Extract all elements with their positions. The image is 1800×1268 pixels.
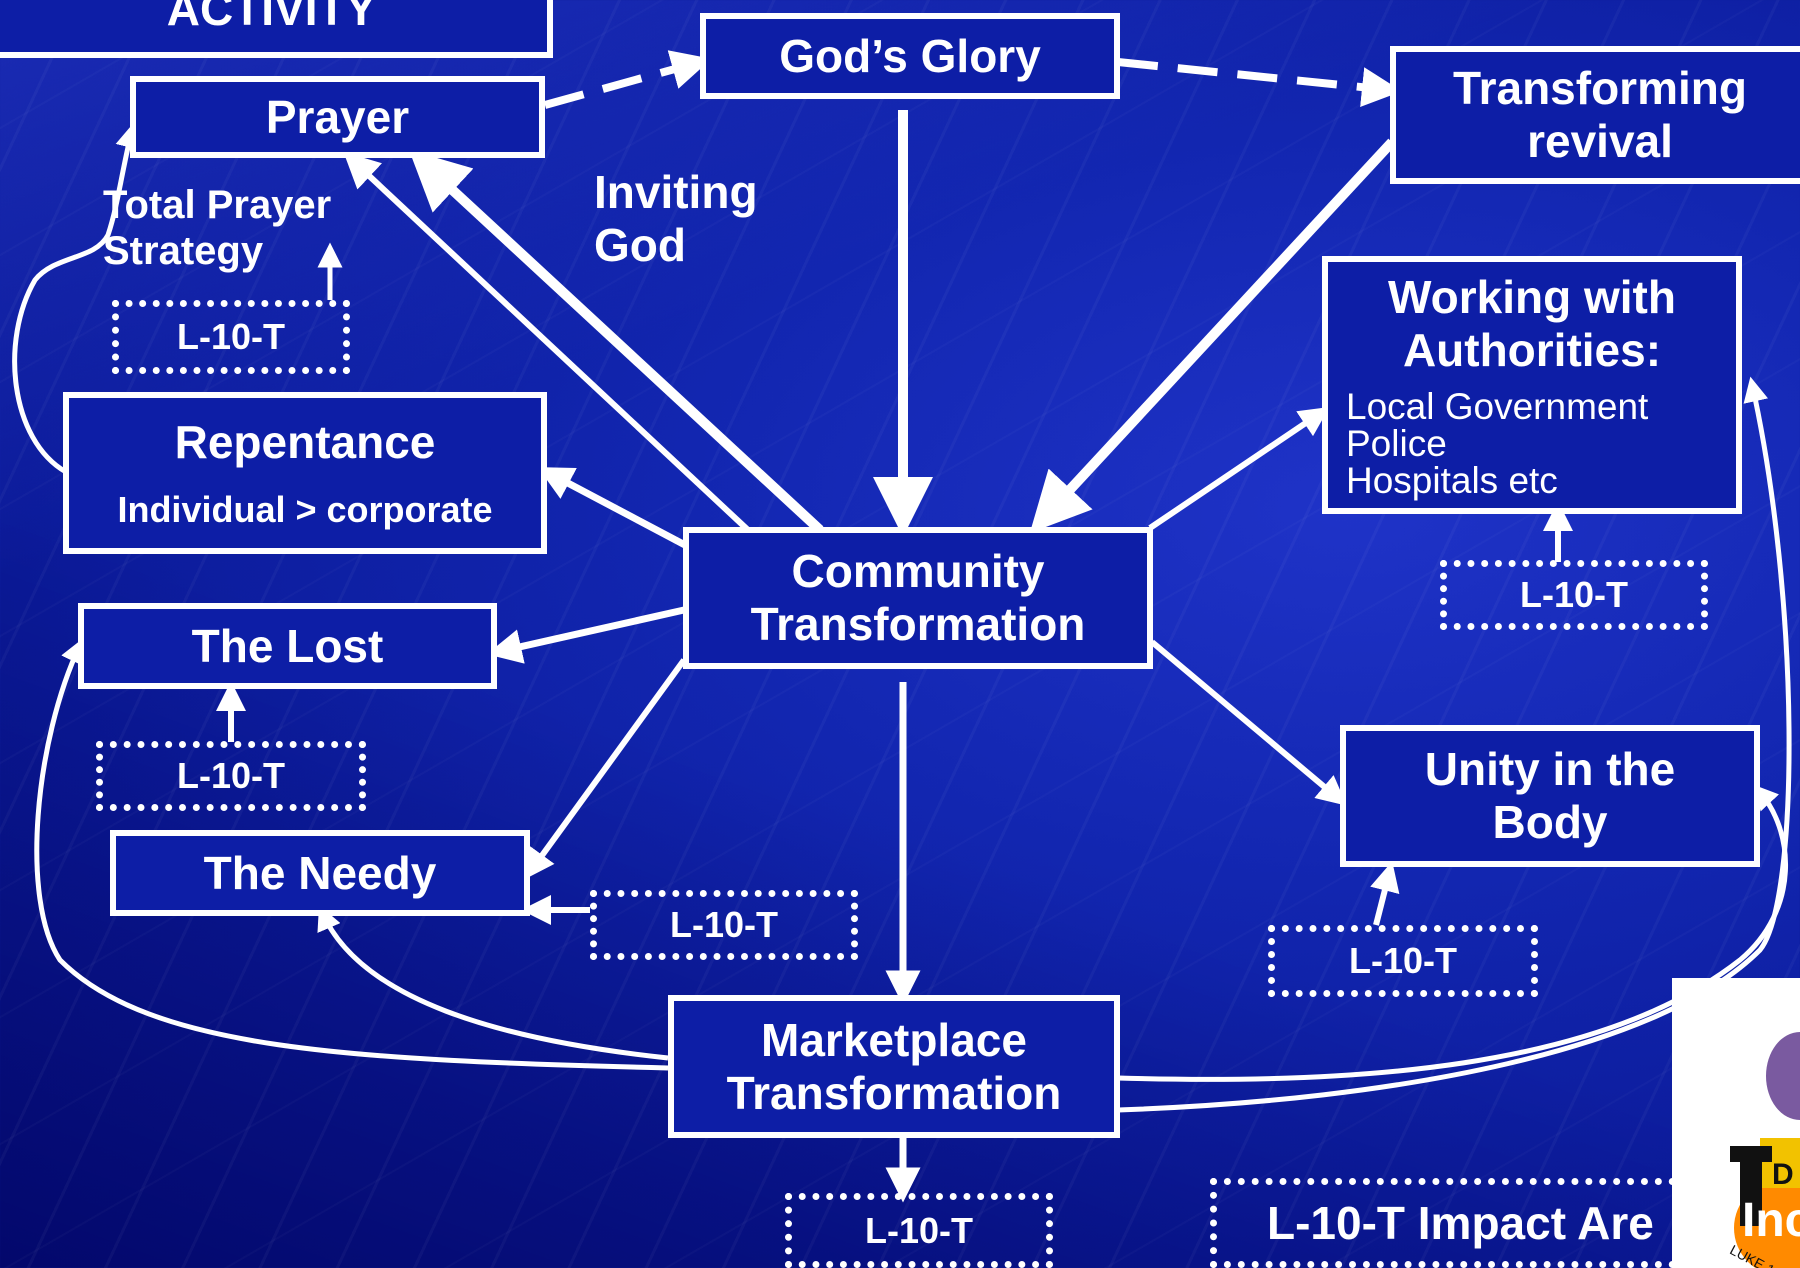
curve-marketplace-to-authorities bbox=[1117, 376, 1792, 1113]
transforming-revival-line-2: revival bbox=[1527, 115, 1673, 167]
unity-line-1: Unity in the bbox=[1424, 743, 1676, 796]
luke10-logo: D Inc LUKE 10 bbox=[1672, 978, 1800, 1268]
the-needy-label: The Needy bbox=[203, 846, 437, 899]
inviting-god-label: Inviting God bbox=[594, 166, 758, 272]
arrow-community-to-lost bbox=[486, 606, 685, 664]
total-prayer-strategy-line-1: Total Prayer bbox=[103, 183, 332, 227]
l10t-label: L-10-T bbox=[177, 316, 285, 357]
gods-glory-box: God’s Glory bbox=[700, 13, 1120, 99]
authorities-item-hospitals: Hospitals etc bbox=[1346, 460, 1558, 502]
unity-in-the-body-box: Unity in the Body bbox=[1340, 725, 1760, 867]
community-line-1: Community bbox=[791, 545, 1045, 598]
marketplace-line-2: Transformation bbox=[726, 1066, 1062, 1119]
the-lost-label: The Lost bbox=[191, 619, 384, 672]
l10t-impact-area-label: L-10-T Impact Are bbox=[1267, 1197, 1654, 1249]
arrow-prayer-to-gods-glory bbox=[543, 50, 712, 109]
community-transformation-box: Community Transformation bbox=[683, 527, 1153, 669]
arrow-community-to-needy bbox=[524, 658, 687, 880]
working-with-authorities-box: Working with Authorities: Local Governme… bbox=[1322, 256, 1742, 514]
prayer-box: Prayer bbox=[130, 76, 545, 158]
total-prayer-strategy-line-2: Strategy bbox=[103, 229, 264, 273]
authorities-title-line-1: Working with bbox=[1388, 270, 1676, 323]
transforming-revival-line-1: Transforming bbox=[1453, 62, 1747, 115]
l10t-box-authorities: L-10-T bbox=[1440, 560, 1708, 630]
l10t-label: L-10-T bbox=[865, 1209, 973, 1251]
luke10-logo-graphic: D Inc LUKE 10 bbox=[1727, 1032, 1800, 1268]
unity-line-2: Body bbox=[1492, 796, 1608, 848]
activity-label: ACTIVITY bbox=[166, 0, 377, 36]
authorities-item-police: Police bbox=[1346, 423, 1447, 465]
l10t-label: L-10-T bbox=[670, 904, 778, 945]
arrow-community-to-repentance bbox=[537, 467, 687, 549]
l10t-box-lost: L-10-T bbox=[96, 741, 366, 811]
total-prayer-strategy-label: Total Prayer Strategy bbox=[103, 182, 331, 274]
activity-box: ACTIVITY bbox=[0, 0, 553, 58]
marketplace-line-1: Marketplace bbox=[761, 1013, 1027, 1066]
gods-glory-label: God’s Glory bbox=[779, 29, 1041, 82]
svg-text:D: D bbox=[1772, 1158, 1794, 1191]
arrow-community-to-unity bbox=[1150, 639, 1347, 806]
arrow-community-to-prayer-thick bbox=[408, 149, 824, 534]
transforming-revival-box: Transforming revival bbox=[1390, 46, 1800, 184]
repentance-box: Repentance Individual > corporate bbox=[63, 392, 547, 554]
l10t-label: L-10-T bbox=[1349, 940, 1457, 981]
curve-marketplace-to-needy bbox=[317, 905, 669, 1061]
arrow-gods-glory-to-revival bbox=[1117, 58, 1402, 108]
curve-repentance-to-prayer bbox=[12, 122, 140, 475]
inviting-god-line-2: God bbox=[594, 218, 686, 271]
arrow-revival-to-community bbox=[1029, 138, 1396, 534]
svg-text:Inc: Inc bbox=[1742, 1194, 1800, 1247]
the-lost-box: The Lost bbox=[78, 603, 497, 689]
authorities-title-line-2: Authorities: bbox=[1402, 323, 1662, 376]
l10t-box-prayer: L-10-T bbox=[112, 300, 350, 374]
l10t-label: L-10-T bbox=[177, 755, 285, 796]
community-line-2: Transformation bbox=[750, 598, 1086, 650]
prayer-label: Prayer bbox=[265, 90, 410, 143]
l10t-label: L-10-T bbox=[1520, 574, 1628, 615]
marketplace-transformation-box: Marketplace Transformation bbox=[668, 995, 1120, 1138]
the-needy-box: The Needy bbox=[110, 830, 530, 916]
arrow-community-to-authorities bbox=[1148, 406, 1330, 531]
repentance-label: Repentance bbox=[174, 415, 436, 468]
l10t-box-needy: L-10-T bbox=[590, 890, 858, 960]
l10t-box-unity: L-10-T bbox=[1268, 925, 1538, 997]
curve-marketplace-to-lost bbox=[34, 638, 669, 1071]
l10t-impact-area-box: L-10-T Impact Are bbox=[1210, 1178, 1690, 1268]
authorities-item-local-government: Local Government bbox=[1346, 386, 1649, 428]
l10t-box-marketplace: L-10-T bbox=[785, 1193, 1053, 1268]
arrow-l10t-to-unity bbox=[1370, 861, 1400, 926]
inviting-god-line-1: Inviting bbox=[594, 166, 758, 218]
repentance-sub-label: Individual > corporate bbox=[117, 488, 493, 530]
arrow-community-to-prayer-thin bbox=[343, 151, 751, 533]
